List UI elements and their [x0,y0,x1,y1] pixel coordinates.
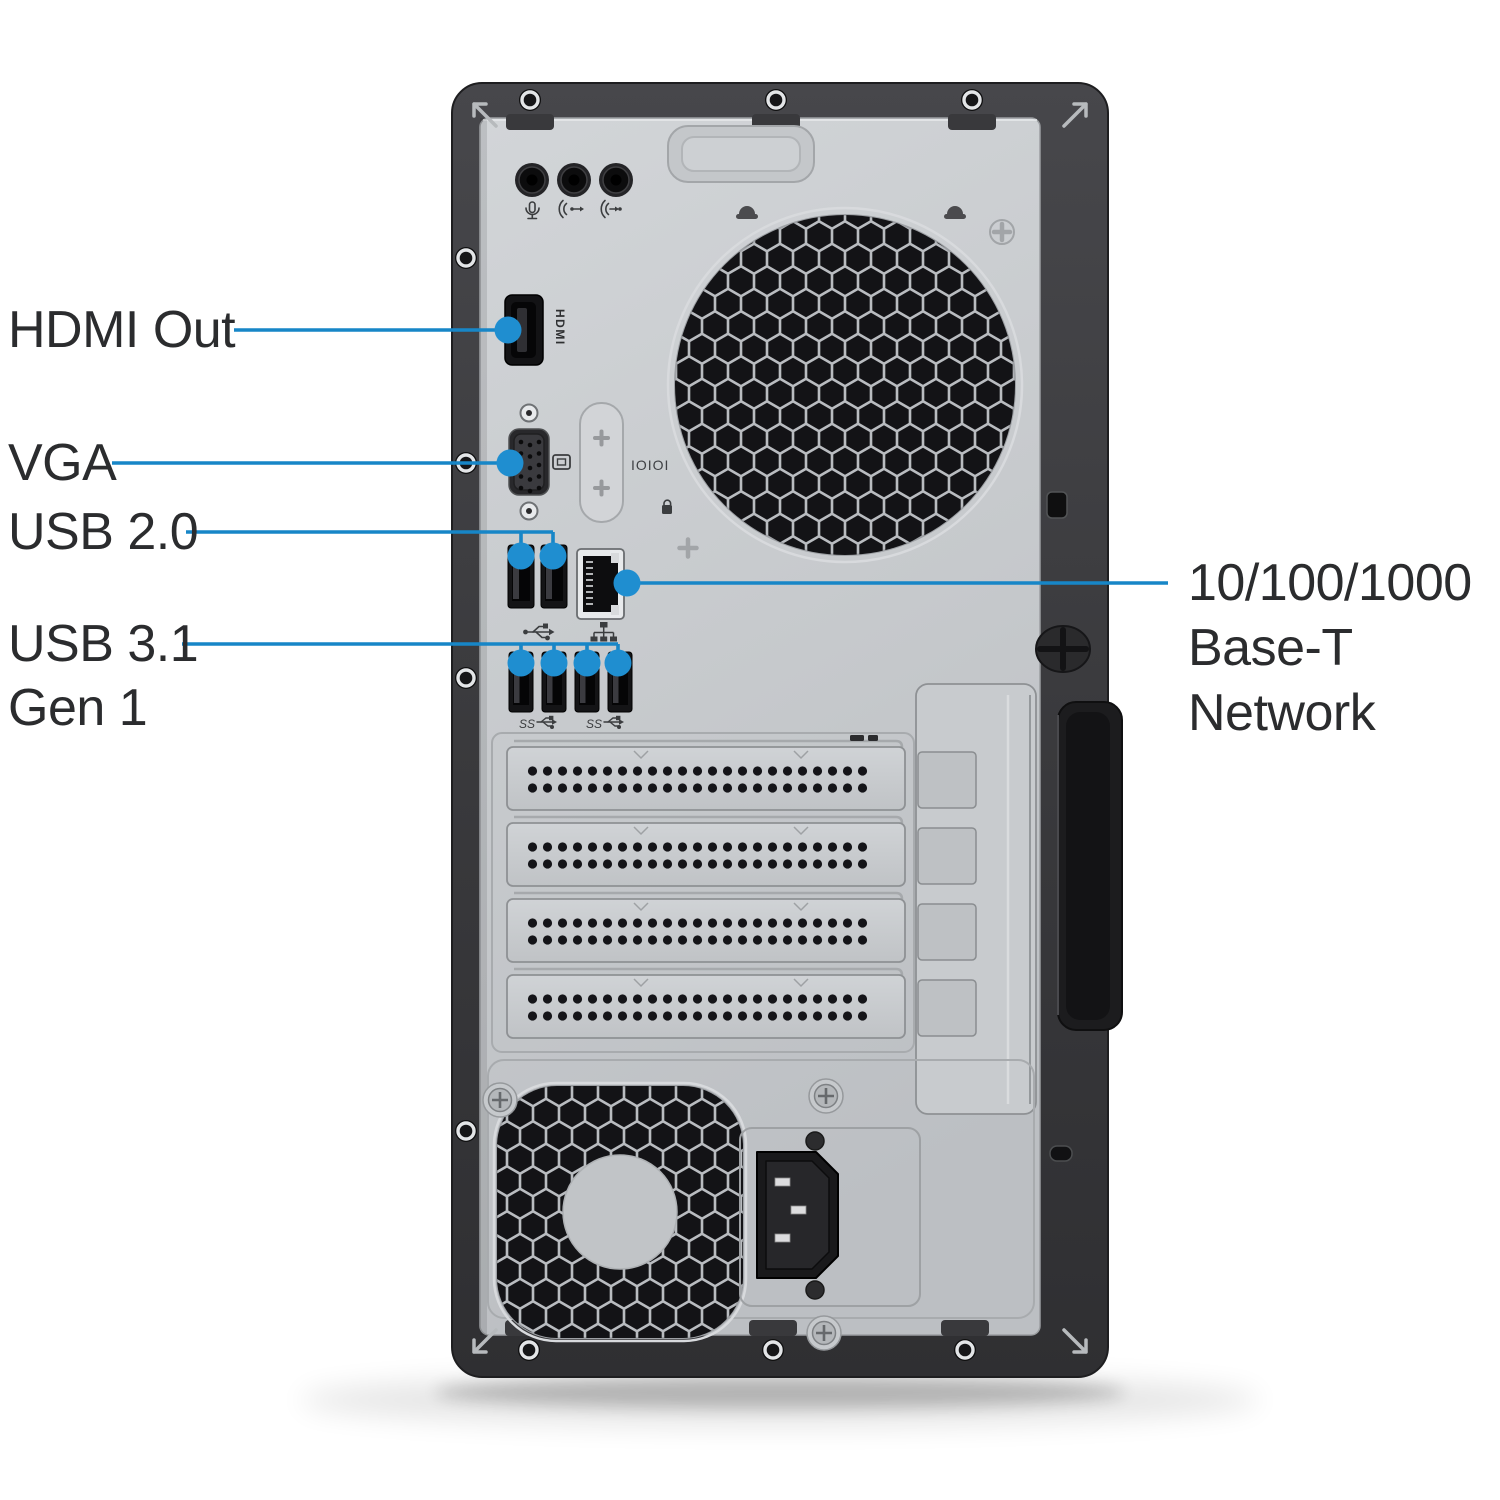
usb31-callout-dot [540,649,568,677]
expansion-slot-area [491,732,915,1053]
bracket-teeth [917,751,977,1037]
slot-rails [514,739,904,976]
right-band-features [1035,491,1091,1162]
serial-port-blank: IOIOI [579,402,669,523]
eyelet-screw [455,89,983,1361]
slot-cover [506,746,906,811]
stamped-cross-screw-marks [677,219,1015,559]
cross-screw-mark [593,479,610,497]
label-text: Gen 1 [8,679,148,737]
label-text: VGA [8,434,117,492]
usb2-callout-dot [539,542,567,570]
callout-label-vga: VGA [8,434,117,492]
cross-screw-mark [989,219,1015,245]
line-in-jack [599,163,633,197]
rj45-contacts [586,561,593,605]
superspeed-usb-icon: SS [586,715,624,731]
callout-dots [494,316,641,677]
usb31-callout-dot [573,649,601,677]
usb-icon [523,623,555,641]
cross-screw-mark [593,429,610,447]
latch-icons [736,206,966,219]
mic-jack [515,163,549,197]
hdmi-callout-dot [494,316,522,344]
serial-port-label: IOIOI [631,457,669,473]
psu-fan-hub [562,1154,678,1270]
vga-callout-dot [496,449,524,477]
mic-icon [525,201,540,220]
power-inlet-pins [774,1177,807,1243]
network-callout-dot [613,569,641,597]
kensington-lock-slot [1046,491,1068,519]
corner-arrow-top-right [1062,102,1088,128]
monitor-icon [552,454,571,470]
usb2-callout-dot [507,542,535,570]
top-handle-recess [667,125,815,183]
security-lock-icon [662,499,672,514]
label-text: USB 3.1 [8,615,199,673]
phillips-screw [482,1082,518,1118]
line-out-icon [558,199,584,219]
label-text: 10/100/1000 [1188,554,1472,612]
corner-arrow-bottom-left [472,1328,498,1354]
phillips-screws [482,1078,844,1351]
superspeed-usb-icon: SS [519,715,557,731]
phillips-screw [808,1078,844,1114]
hdmi-port: HDMI [504,294,567,366]
power-inlet-recess [739,1127,921,1307]
inlet-screw [805,1280,825,1300]
callout-label-network: 10/100/1000 Base-T Network [1188,551,1472,746]
cross-screw-mark [677,537,699,559]
slot-cover [506,898,906,963]
usb31-callout-dot [604,649,632,677]
slot-cover [506,974,906,1039]
callouts [112,316,1168,677]
slot-cover [506,822,906,887]
label-text: Base-T [1188,619,1353,677]
line-out-jack [557,163,591,197]
callout-label-usb31-gen1: USB 3.1 Gen 1 [8,612,199,740]
frame-screws [455,89,983,1361]
latch-icon [736,206,758,219]
callout-label-usb2: USB 2.0 [8,503,199,561]
phillips-screw [806,1315,842,1351]
corner-arrow-marks [472,102,1088,1354]
inlet-screw [805,1131,825,1151]
line-in-icon [600,199,622,219]
label-text: HDMI Out [8,301,236,359]
chassis-fan-grille [666,206,1024,564]
side-panel-handle-recess [1066,712,1110,1020]
label-text: USB 2.0 [8,503,199,561]
audio-jacks [515,163,633,220]
thumbscrew [1035,625,1091,673]
psu-area [487,1059,1035,1343]
svg-text:SS: SS [519,717,535,731]
cable-slot [1049,1145,1073,1162]
corner-arrow-top-left [472,102,498,128]
corner-arrow-bottom-right [1062,1328,1088,1354]
label-text: Network [1188,684,1376,742]
hdmi-port-label: HDMI [553,309,567,346]
psu-fan-grille [492,1081,748,1343]
network-icon [590,622,617,642]
ethernet-led [611,553,619,563]
power-inlet [756,1151,839,1279]
vga-port [508,403,571,521]
callout-label-hdmi-out: HDMI Out [8,301,236,359]
ethernet-led [611,605,619,615]
svg-text:SS: SS [586,717,602,731]
drop-shadow [300,1374,1260,1426]
latch-icon [944,206,966,219]
ethernet-port [576,548,625,642]
usb31-callout-dot [507,649,535,677]
slot-retention-bracket [915,683,1037,1115]
